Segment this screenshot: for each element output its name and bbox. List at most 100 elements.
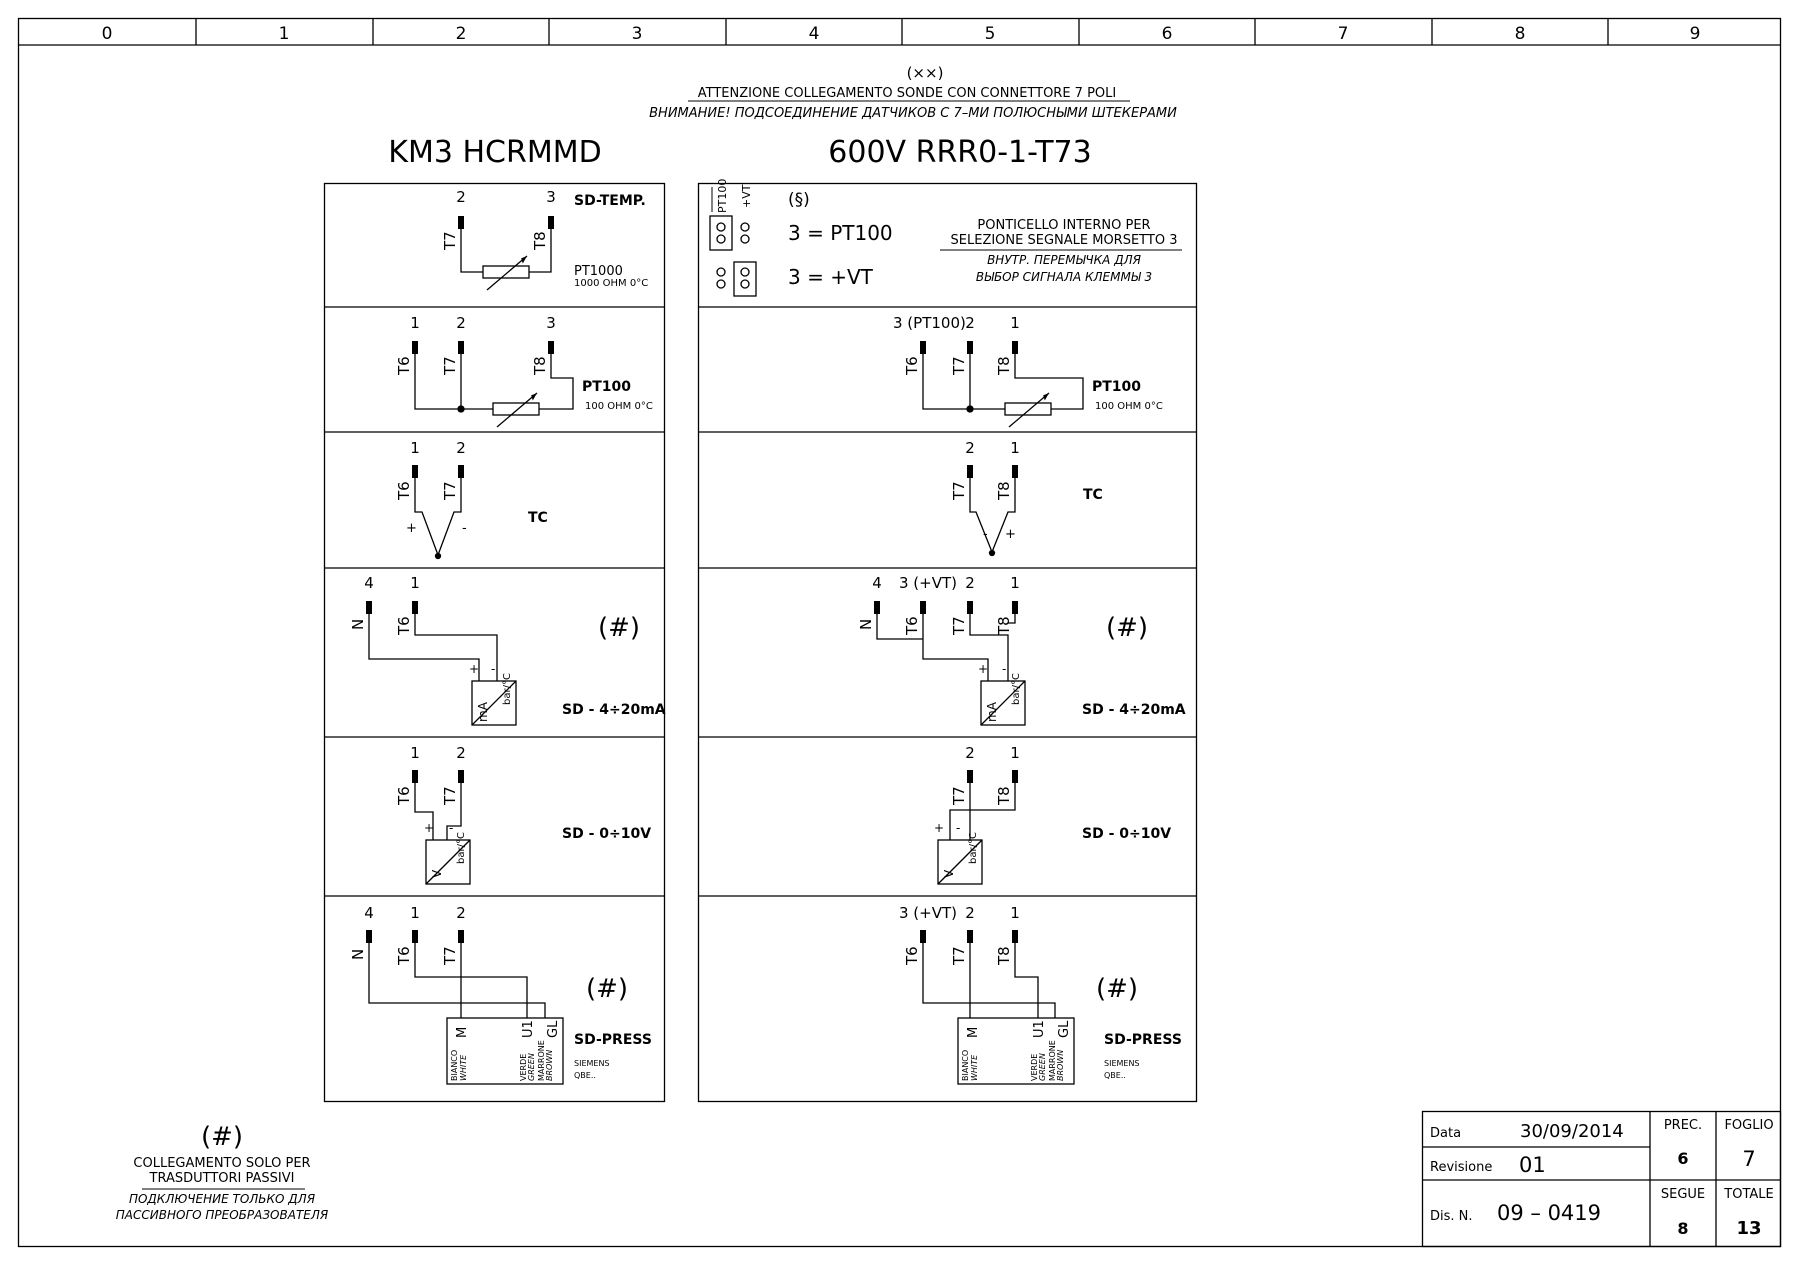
svg-text:T8: T8 — [995, 356, 1013, 376]
svg-text:COLLEGAMENTO SOLO PER: COLLEGAMENTO SOLO PER — [133, 1156, 310, 1171]
svg-text:T6: T6 — [903, 356, 921, 376]
svg-text:BROWN: BROWN — [545, 1050, 554, 1081]
next-sheet: 8 — [1677, 1219, 1688, 1238]
left-row-tc: 1 2 T6 T7 + - TC — [395, 439, 548, 560]
svg-text:T7: T7 — [441, 481, 459, 501]
ruler-col-0: 0 — [102, 24, 113, 44]
svg-text:PT1000: PT1000 — [574, 264, 623, 279]
svg-text:3 (+VT): 3 (+VT) — [899, 904, 957, 922]
svg-text:2: 2 — [456, 439, 466, 457]
svg-text:ВНУТР. ПЕРЕМЫЧКА ДЛЯ: ВНУТР. ПЕРЕМЫЧКА ДЛЯ — [987, 253, 1142, 267]
svg-text:1: 1 — [410, 439, 420, 457]
svg-text:Dis. N.: Dis. N. — [1430, 1209, 1473, 1224]
svg-text:+: + — [469, 662, 479, 676]
svg-text:T8: T8 — [531, 356, 549, 376]
svg-text:-: - — [449, 821, 453, 835]
jumper-option-pt100: 3 = PT100 — [788, 221, 893, 245]
svg-text:1: 1 — [1010, 574, 1020, 592]
svg-text:3 (PT100): 3 (PT100) — [893, 314, 966, 332]
label-420-right: SD - 4÷20mA — [1082, 702, 1186, 718]
prev-sheet: 6 — [1677, 1149, 1688, 1168]
svg-text:2: 2 — [965, 439, 975, 457]
svg-text:U1: U1 — [1032, 1020, 1047, 1038]
svg-text:SEGUE: SEGUE — [1661, 1187, 1705, 1202]
label-press-right: SD-PRESS — [1104, 1032, 1182, 1048]
svg-text:T8: T8 — [995, 616, 1013, 636]
svg-text:ПАССИВНОГО ПРЕОБРАЗОВАТЕЛЯ: ПАССИВНОГО ПРЕОБРАЗОВАТЕЛЯ — [116, 1208, 329, 1222]
svg-text:1: 1 — [410, 574, 420, 592]
svg-text:-: - — [983, 527, 988, 542]
row-dividers — [324, 306, 1197, 897]
svg-text:BROWN: BROWN — [1056, 1050, 1065, 1081]
ruler-col-7: 7 — [1338, 24, 1349, 44]
left-panel — [323, 182, 666, 1103]
svg-text:2: 2 — [965, 744, 975, 762]
svg-text:bar/°C: bar/°C — [456, 832, 467, 864]
svg-text:+: + — [978, 662, 988, 676]
passive-marker-left-press: (#) — [586, 974, 628, 1004]
date-value: 30/09/2014 — [1520, 1121, 1624, 1142]
svg-text:SELEZIONE SEGNALE MORSETTO 3: SELEZIONE SEGNALE MORSETTO 3 — [951, 233, 1178, 248]
right-row-0-10v: 2 1 T7 T8 + - V bar/°C SD - 0÷10V — [934, 744, 1171, 885]
svg-text:1: 1 — [410, 744, 420, 762]
svg-text:-: - — [956, 821, 960, 835]
svg-text:SIEMENS: SIEMENS — [1104, 1059, 1140, 1068]
ruler-col-2: 2 — [456, 24, 467, 44]
label-pt100-left: PT100 — [582, 379, 631, 395]
svg-text:T7: T7 — [950, 481, 968, 501]
svg-text:(§): (§) — [788, 190, 810, 210]
left-row-4-20ma: 4 1 N T6 + - mA bar/°C (#) SD - 4÷20mA — [349, 574, 666, 726]
right-row-press: 3 (+VT) 2 1 T6 T7 T8 M U1 GL BIANCO WHIT… — [899, 904, 1182, 1085]
svg-text:T7: T7 — [950, 946, 968, 966]
svg-text:1000 OHM 0°C: 1000 OHM 0°C — [574, 278, 648, 289]
svg-text:3: 3 — [546, 188, 556, 206]
right-panel — [697, 182, 1198, 1103]
svg-text:+: + — [406, 521, 417, 536]
svg-text:PONTICELLO INTERNO PER: PONTICELLO INTERNO PER — [977, 218, 1150, 233]
svg-text:+: + — [424, 821, 434, 835]
svg-text:V: V — [430, 869, 444, 878]
svg-text:1: 1 — [1010, 904, 1020, 922]
svg-text:2: 2 — [965, 574, 975, 592]
svg-text:QBE..: QBE.. — [574, 1071, 596, 1080]
svg-text:1: 1 — [1010, 744, 1020, 762]
left-title: KM3 HCRMMD — [388, 135, 601, 170]
ruler-col-3: 3 — [632, 24, 643, 44]
svg-text:Revisione: Revisione — [1430, 1160, 1492, 1175]
svg-text:T7: T7 — [441, 946, 459, 966]
passive-marker-right-press: (#) — [1096, 974, 1138, 1004]
svg-text:T6: T6 — [903, 946, 921, 966]
svg-text:2: 2 — [456, 314, 466, 332]
left-row-pt100: 1 2 3 T6 T7 T8 PT100 100 OHM 0°C — [395, 314, 653, 428]
svg-text:bar/°C: bar/°C — [968, 832, 979, 864]
svg-text:1: 1 — [410, 904, 420, 922]
svg-text:GL: GL — [546, 1020, 561, 1038]
svg-text:2: 2 — [965, 904, 975, 922]
header-italian: ATTENZIONE COLLEGAMENTO SONDE CON CONNET… — [698, 86, 1116, 101]
ruler-col-9: 9 — [1690, 24, 1701, 44]
svg-text:SIEMENS: SIEMENS — [574, 1059, 610, 1068]
svg-text:N: N — [349, 619, 367, 630]
passive-marker-right-420: (#) — [1106, 613, 1148, 643]
svg-text:T6: T6 — [395, 481, 413, 501]
svg-text:T6: T6 — [903, 616, 921, 636]
svg-text:2: 2 — [456, 744, 466, 762]
svg-text:mA: mA — [985, 701, 999, 722]
drawing-frame — [17, 17, 1782, 1248]
svg-text:mA: mA — [476, 701, 490, 722]
svg-text:T7: T7 — [950, 356, 968, 376]
ruler-col-8: 8 — [1515, 24, 1526, 44]
svg-text:T6: T6 — [395, 946, 413, 966]
svg-text:U1: U1 — [521, 1020, 536, 1038]
svg-text:T8: T8 — [531, 231, 549, 251]
jumper-section: PT100 +VT (§) 3 = PT100 3 = +VT PONTICEL… — [709, 179, 1182, 297]
svg-text:ВЫБОР СИГНАЛА КЛЕММЫ 3: ВЫБОР СИГНАЛА КЛЕММЫ 3 — [976, 270, 1152, 284]
svg-text:WHITE: WHITE — [459, 1054, 468, 1081]
svg-text:(#): (#) — [201, 1122, 243, 1152]
passive-marker-left-420: (#) — [598, 613, 640, 643]
svg-text:ПОДКЛЮЧЕНИЕ ТОЛЬКО ДЛЯ: ПОДКЛЮЧЕНИЕ ТОЛЬКО ДЛЯ — [129, 1192, 316, 1206]
footnote: (#) COLLEGAMENTO SOLO PER TRASDUTTORI PA… — [116, 1122, 329, 1222]
svg-text:T8: T8 — [995, 786, 1013, 806]
svg-text:MARRONE: MARRONE — [537, 1040, 546, 1081]
title-block: Data 30/09/2014 Revisione 01 Dis. N. 09 … — [1421, 1110, 1782, 1248]
